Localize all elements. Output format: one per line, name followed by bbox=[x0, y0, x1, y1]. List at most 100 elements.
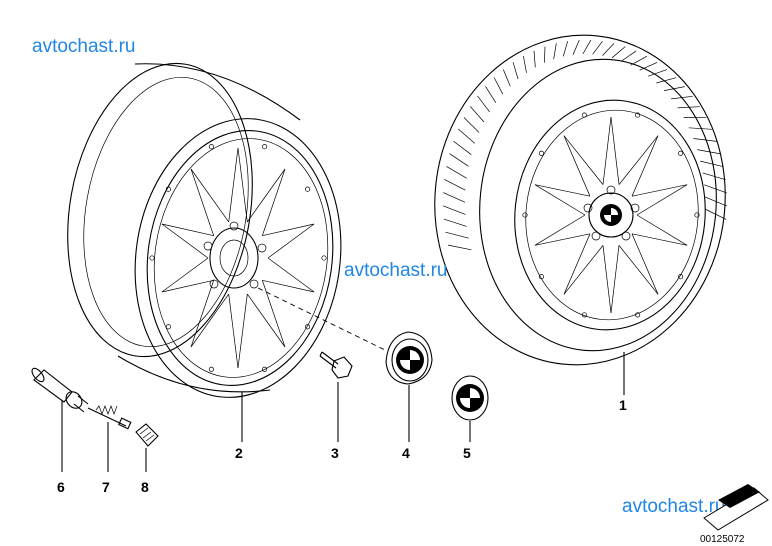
rim-rivet bbox=[678, 274, 684, 280]
tread-groove bbox=[663, 86, 685, 91]
rim-rivet bbox=[305, 186, 311, 192]
spoke-line bbox=[190, 168, 229, 223]
complete-wheel-tire bbox=[434, 34, 728, 366]
tread-groove bbox=[677, 106, 700, 109]
tread-groove bbox=[443, 218, 467, 227]
tread-groove bbox=[477, 95, 490, 113]
spoke-line bbox=[261, 168, 286, 236]
callout-8: 8 bbox=[141, 479, 149, 495]
rim-rivet bbox=[581, 112, 587, 118]
tread-groove bbox=[648, 69, 668, 77]
tread-groove bbox=[445, 231, 469, 239]
spoke-line bbox=[534, 214, 586, 246]
rim-rivet bbox=[538, 274, 544, 280]
spoke-line bbox=[636, 184, 688, 216]
tread-groove bbox=[502, 69, 511, 87]
spoke-line bbox=[563, 245, 604, 295]
spoke-line bbox=[190, 280, 215, 348]
tread-groove bbox=[485, 86, 497, 103]
tread-groove bbox=[533, 50, 536, 68]
watermark-bottom-right: avtochast.ru bbox=[622, 496, 726, 517]
tread-groove bbox=[544, 46, 546, 63]
tread-groove bbox=[693, 138, 717, 142]
tire-valve bbox=[31, 367, 89, 413]
tread-groove bbox=[443, 192, 466, 203]
tread-groove bbox=[442, 205, 466, 215]
spoke-line bbox=[636, 214, 688, 246]
spoke-line bbox=[602, 116, 612, 185]
tread-groove bbox=[572, 39, 580, 55]
spoke-line bbox=[267, 223, 315, 259]
callout-3: 3 bbox=[331, 445, 339, 461]
hub-emblem-on-wheel bbox=[600, 204, 622, 226]
spoke-line bbox=[161, 257, 209, 293]
spoke-line bbox=[190, 168, 215, 236]
spoke-line bbox=[262, 223, 315, 237]
valve-cap bbox=[135, 423, 159, 447]
spoke-line bbox=[631, 233, 659, 295]
spoke-line bbox=[534, 233, 591, 246]
rim-rivet bbox=[522, 212, 528, 218]
spoke-line bbox=[631, 184, 688, 197]
spoke-line bbox=[190, 293, 229, 348]
spoke-line bbox=[563, 135, 604, 185]
wheel-bolt bbox=[319, 351, 353, 379]
spoke-line bbox=[237, 294, 248, 369]
callout-2: 2 bbox=[235, 445, 243, 461]
tread-groove bbox=[656, 77, 677, 84]
spoke-line bbox=[161, 223, 214, 237]
tread-groove bbox=[463, 117, 480, 133]
emblem-badge bbox=[451, 375, 489, 421]
rim-rivet bbox=[208, 366, 214, 372]
callout-5: 5 bbox=[463, 445, 471, 461]
hub-cap bbox=[385, 331, 433, 385]
rim-rivet bbox=[149, 255, 155, 261]
wheel-rim bbox=[67, 62, 342, 398]
tread-groove bbox=[602, 43, 615, 56]
rim-rivet bbox=[208, 144, 214, 150]
spoke-line bbox=[261, 280, 286, 348]
callout-6: 6 bbox=[57, 479, 65, 495]
tread-groove bbox=[523, 56, 527, 73]
assembly-line bbox=[257, 287, 386, 351]
rim-rivet bbox=[165, 186, 171, 192]
rim-rivet bbox=[305, 324, 311, 330]
tread-groove bbox=[512, 62, 519, 80]
spoke-line bbox=[228, 147, 239, 222]
tread-groove bbox=[697, 149, 721, 155]
spoke-line bbox=[631, 233, 688, 246]
spoke-line bbox=[237, 147, 248, 222]
tread-groove bbox=[639, 62, 658, 71]
tread-groove bbox=[704, 196, 728, 207]
tread-groove bbox=[582, 39, 592, 55]
spoke-line bbox=[610, 245, 620, 314]
watermark-center: avtochast.ru bbox=[344, 260, 448, 281]
spoke-line bbox=[631, 135, 659, 197]
wheel-reference-icon bbox=[703, 484, 769, 531]
spoke-line bbox=[267, 257, 315, 293]
leader-lines bbox=[61, 352, 625, 472]
spoke-line bbox=[618, 245, 659, 295]
rim-rivet bbox=[635, 112, 641, 118]
spoke-line bbox=[534, 184, 591, 197]
spoke-line bbox=[161, 279, 214, 293]
rim-rivet bbox=[262, 366, 268, 372]
valve-core bbox=[87, 405, 132, 430]
rim-rivet bbox=[538, 150, 544, 156]
rim-rivet bbox=[581, 312, 587, 318]
tread-groove bbox=[700, 160, 724, 168]
tread-groove bbox=[621, 50, 637, 62]
spoke-line bbox=[610, 116, 620, 185]
rim-rivet bbox=[165, 324, 171, 330]
spoke-line bbox=[228, 294, 239, 369]
tread-groove bbox=[671, 95, 693, 100]
rim-rivet bbox=[635, 312, 641, 318]
spoke-line bbox=[563, 233, 591, 295]
rim-rivet bbox=[678, 150, 684, 156]
spoke-line bbox=[534, 184, 586, 216]
tread-groove bbox=[704, 208, 727, 220]
tread-groove bbox=[453, 140, 472, 155]
tread-groove bbox=[444, 179, 466, 191]
watermark-top-left: avtochast.ru bbox=[32, 36, 136, 57]
rim-rivet bbox=[694, 212, 700, 218]
